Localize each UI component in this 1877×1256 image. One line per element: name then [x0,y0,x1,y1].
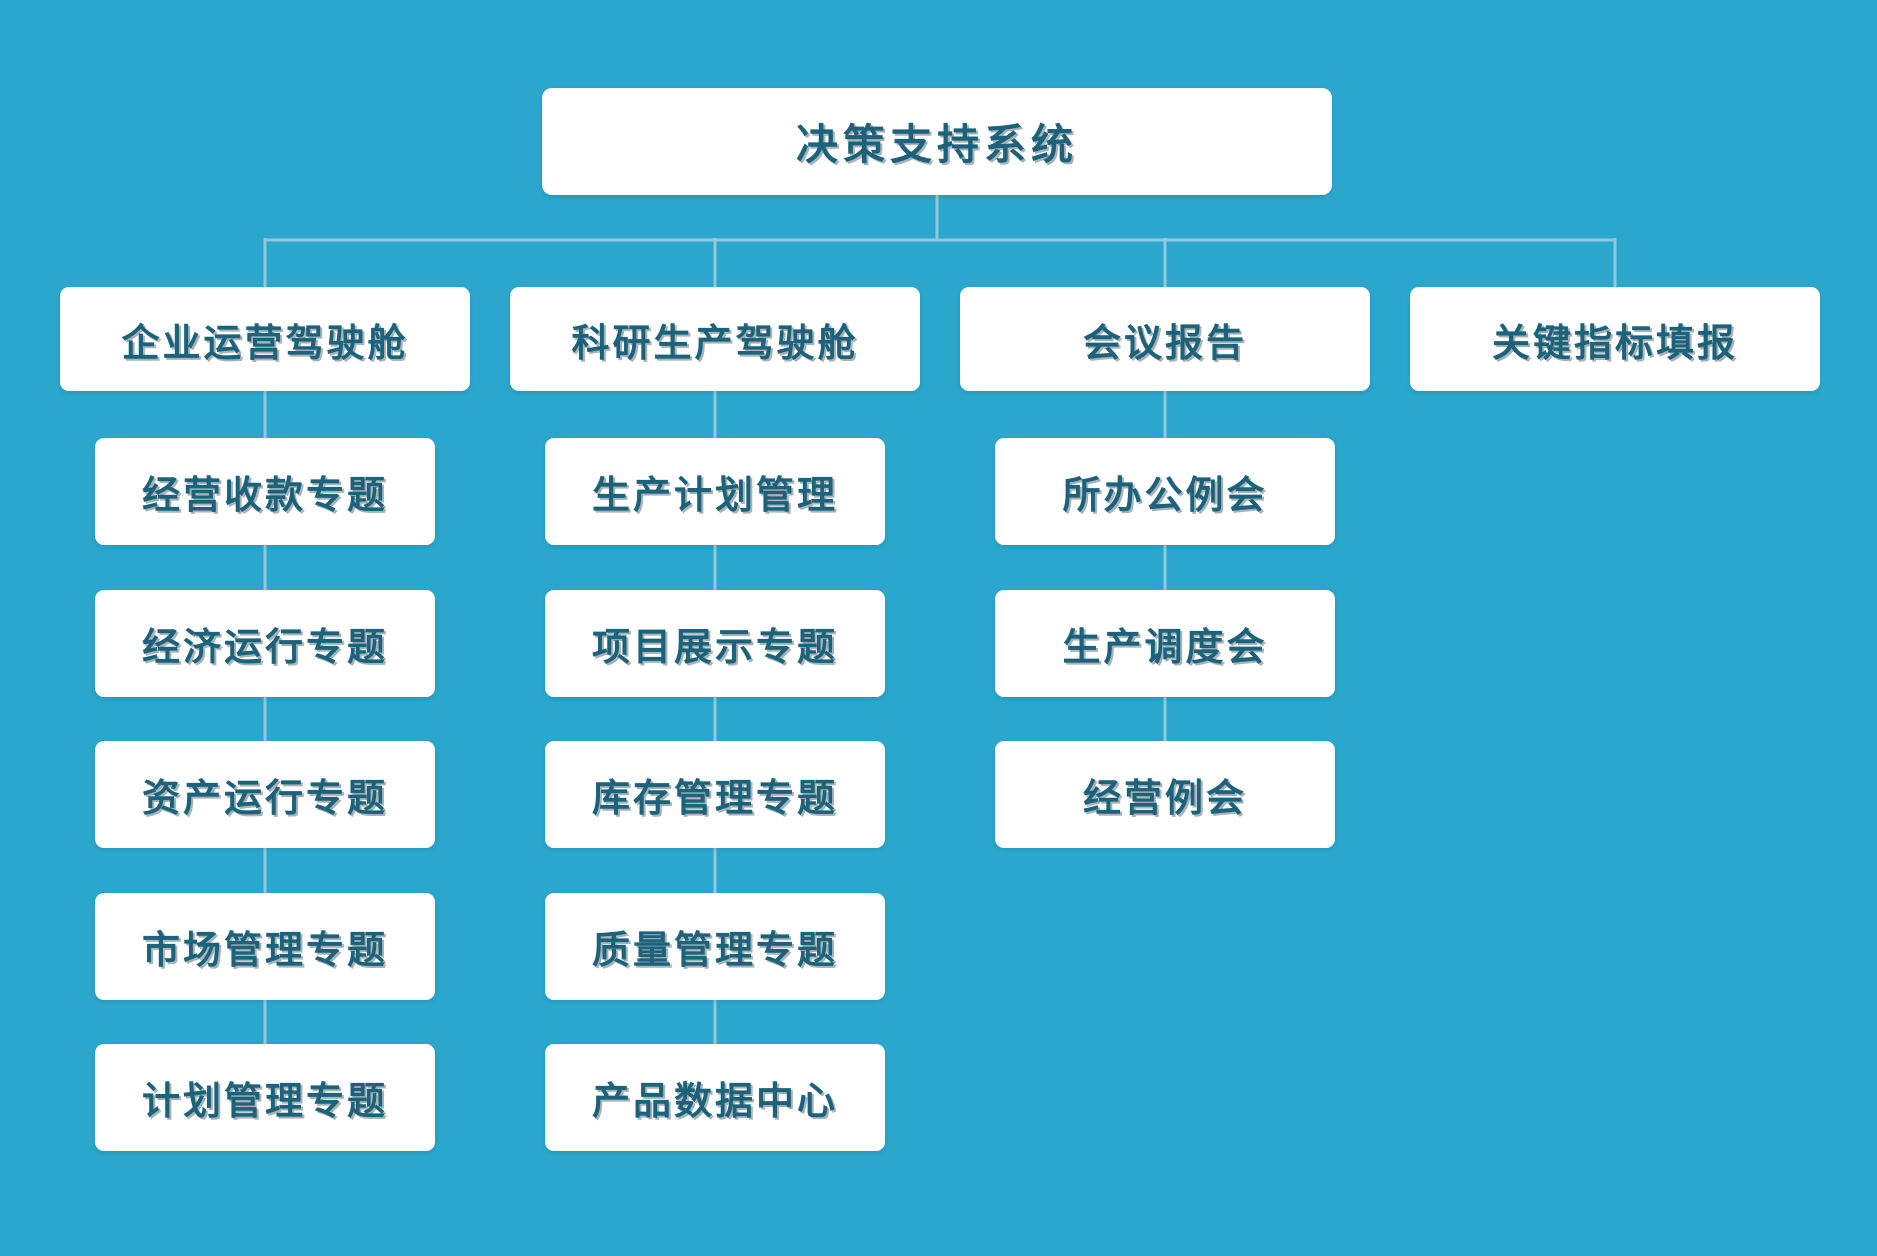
node-production-dispatch-meeting: 生产调度会 [995,590,1335,697]
node-research-production-cockpit: 科研生产驾驶舱 [510,287,920,391]
node-plan-management-topic: 计划管理专题 [95,1044,435,1151]
node-market-management-topic: 市场管理专题 [95,893,435,1000]
node-economic-operation-topic: 经济运行专题 [95,590,435,697]
node-production-plan-management: 生产计划管理 [545,438,885,545]
node-product-data-center: 产品数据中心 [545,1044,885,1151]
node-operation-regular-meeting: 经营例会 [995,741,1335,848]
node-quality-management-topic: 质量管理专题 [545,893,885,1000]
node-inventory-management-topic: 库存管理专题 [545,741,885,848]
node-asset-operation-topic: 资产运行专题 [95,741,435,848]
node-institute-office-regular-meeting: 所办公例会 [995,438,1335,545]
node-decision-support-system: 决策支持系统 [542,88,1332,195]
node-key-indicator-reporting: 关键指标填报 [1410,287,1820,391]
node-project-display-topic: 项目展示专题 [545,590,885,697]
node-operating-receipts-topic: 经营收款专题 [95,438,435,545]
node-enterprise-operation-cockpit: 企业运营驾驶舱 [60,287,470,391]
node-meeting-report: 会议报告 [960,287,1370,391]
